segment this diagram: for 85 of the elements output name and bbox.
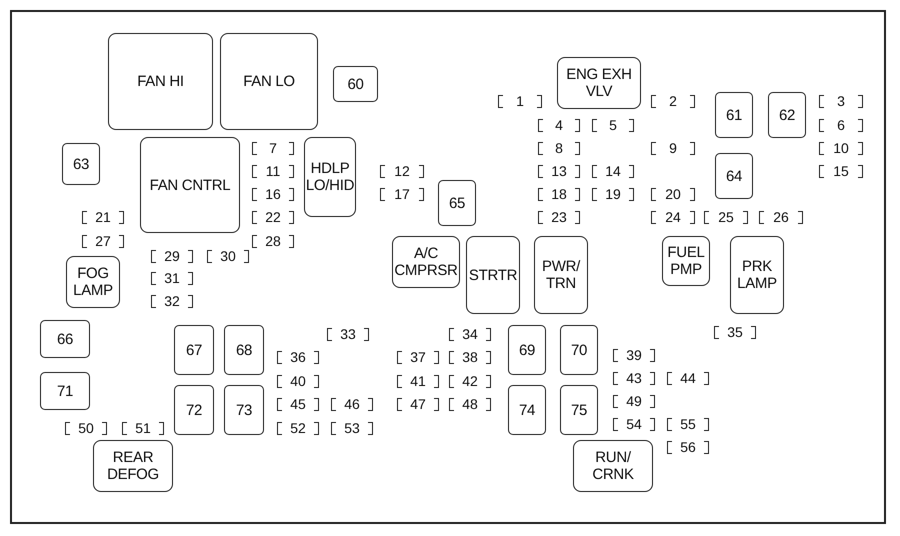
- fuse-slot: 38: [449, 349, 491, 366]
- fuse-slot: 6: [819, 117, 863, 134]
- fuse-slot: 2: [651, 93, 695, 110]
- relay-box: 69: [508, 325, 546, 375]
- fuse-slot: 17: [380, 186, 424, 203]
- fuse-slot: 13: [538, 163, 580, 180]
- relay-box: FAN LO: [220, 33, 318, 130]
- relay-box: 71: [40, 372, 90, 410]
- fuse-slot: 3: [819, 93, 863, 110]
- fuse-slot: 7: [252, 140, 294, 157]
- fuse-slot: 23: [538, 209, 580, 226]
- relay-box: 64: [715, 153, 753, 199]
- relay-box: A/C CMPRSR: [392, 236, 460, 288]
- fuse-slot: 25: [704, 209, 748, 226]
- relay-box: FAN CNTRL: [140, 137, 240, 233]
- fuse-slot: 39: [613, 347, 655, 364]
- fuse-slot: 34: [449, 326, 491, 343]
- fuse-slot: 53: [331, 420, 373, 437]
- fuse-slot: 47: [397, 396, 439, 413]
- fuse-slot: 29: [151, 248, 193, 265]
- relay-box: FOG LAMP: [66, 256, 120, 308]
- fuse-slot: 18: [538, 186, 580, 203]
- fuse-slot: 32: [151, 293, 193, 310]
- fuse-slot: 40: [277, 373, 319, 390]
- fuse-slot: 31: [151, 270, 193, 287]
- relay-box: 66: [40, 320, 90, 358]
- fuse-slot: 42: [449, 373, 491, 390]
- fuse-slot: 46: [331, 396, 373, 413]
- fuse-slot: 9: [651, 140, 695, 157]
- relay-box: REAR DEFOG: [93, 440, 173, 492]
- relay-box: PRK LAMP: [730, 236, 784, 314]
- relay-box: 72: [174, 385, 214, 435]
- fuse-slot: 24: [651, 209, 695, 226]
- fuse-slot: 27: [82, 233, 124, 250]
- fuse-slot: 22: [252, 209, 294, 226]
- relay-box: FAN HI: [108, 33, 213, 130]
- fuse-slot: 1: [498, 93, 542, 110]
- relay-box: RUN/ CRNK: [573, 440, 653, 492]
- fuse-slot: 19: [592, 186, 634, 203]
- fuse-slot: 33: [327, 326, 369, 343]
- fuse-slot: 12: [380, 163, 424, 180]
- relay-box: FUEL PMP: [662, 236, 710, 286]
- fuse-slot: 43: [613, 370, 655, 387]
- fuse-slot: 20: [651, 186, 695, 203]
- fuse-slot: 14: [592, 163, 634, 180]
- fuse-slot: 26: [759, 209, 803, 226]
- fuse-slot: 4: [538, 117, 580, 134]
- fuse-slot: 52: [277, 420, 319, 437]
- fuse-slot: 55: [667, 416, 709, 433]
- relay-box: 67: [174, 325, 214, 375]
- fuse-slot: 50: [65, 420, 107, 437]
- fuse-slot: 35: [714, 324, 756, 341]
- fuse-slot: 37: [397, 349, 439, 366]
- relay-box: 65: [438, 180, 476, 226]
- fuse-slot: 10: [819, 140, 863, 157]
- fuse-slot: 51: [122, 420, 164, 437]
- relay-box: 70: [560, 325, 598, 375]
- fuse-slot: 54: [613, 416, 655, 433]
- fuse-slot: 49: [613, 393, 655, 410]
- fuse-slot: 41: [397, 373, 439, 390]
- fuse-slot: 48: [449, 396, 491, 413]
- relay-box: 62: [768, 92, 806, 138]
- fuse-slot: 5: [592, 117, 634, 134]
- fuse-slot: 11: [252, 163, 294, 180]
- relay-box: ENG EXH VLV: [557, 57, 641, 109]
- fuse-slot: 21: [82, 209, 124, 226]
- relay-box: 74: [508, 385, 546, 435]
- relay-box: 63: [62, 143, 100, 185]
- fuse-slot: 16: [252, 186, 294, 203]
- fuse-slot: 36: [277, 349, 319, 366]
- relay-box: HDLP LO/HID: [304, 137, 356, 217]
- relay-box: 61: [715, 92, 753, 138]
- fuse-slot: 8: [538, 140, 580, 157]
- relay-box: PWR/ TRN: [534, 236, 588, 314]
- relay-box: 75: [560, 385, 598, 435]
- fuse-slot: 28: [252, 233, 294, 250]
- fuse-slot: 15: [819, 163, 863, 180]
- fuse-slot: 45: [277, 396, 319, 413]
- fuse-slot: 56: [667, 439, 709, 456]
- relay-box: 60: [333, 66, 378, 102]
- fuse-slot: 44: [667, 370, 709, 387]
- relay-box: STRTR: [466, 236, 520, 314]
- fuse-slot: 30: [207, 248, 249, 265]
- relay-box: 68: [224, 325, 264, 375]
- relay-box: 73: [224, 385, 264, 435]
